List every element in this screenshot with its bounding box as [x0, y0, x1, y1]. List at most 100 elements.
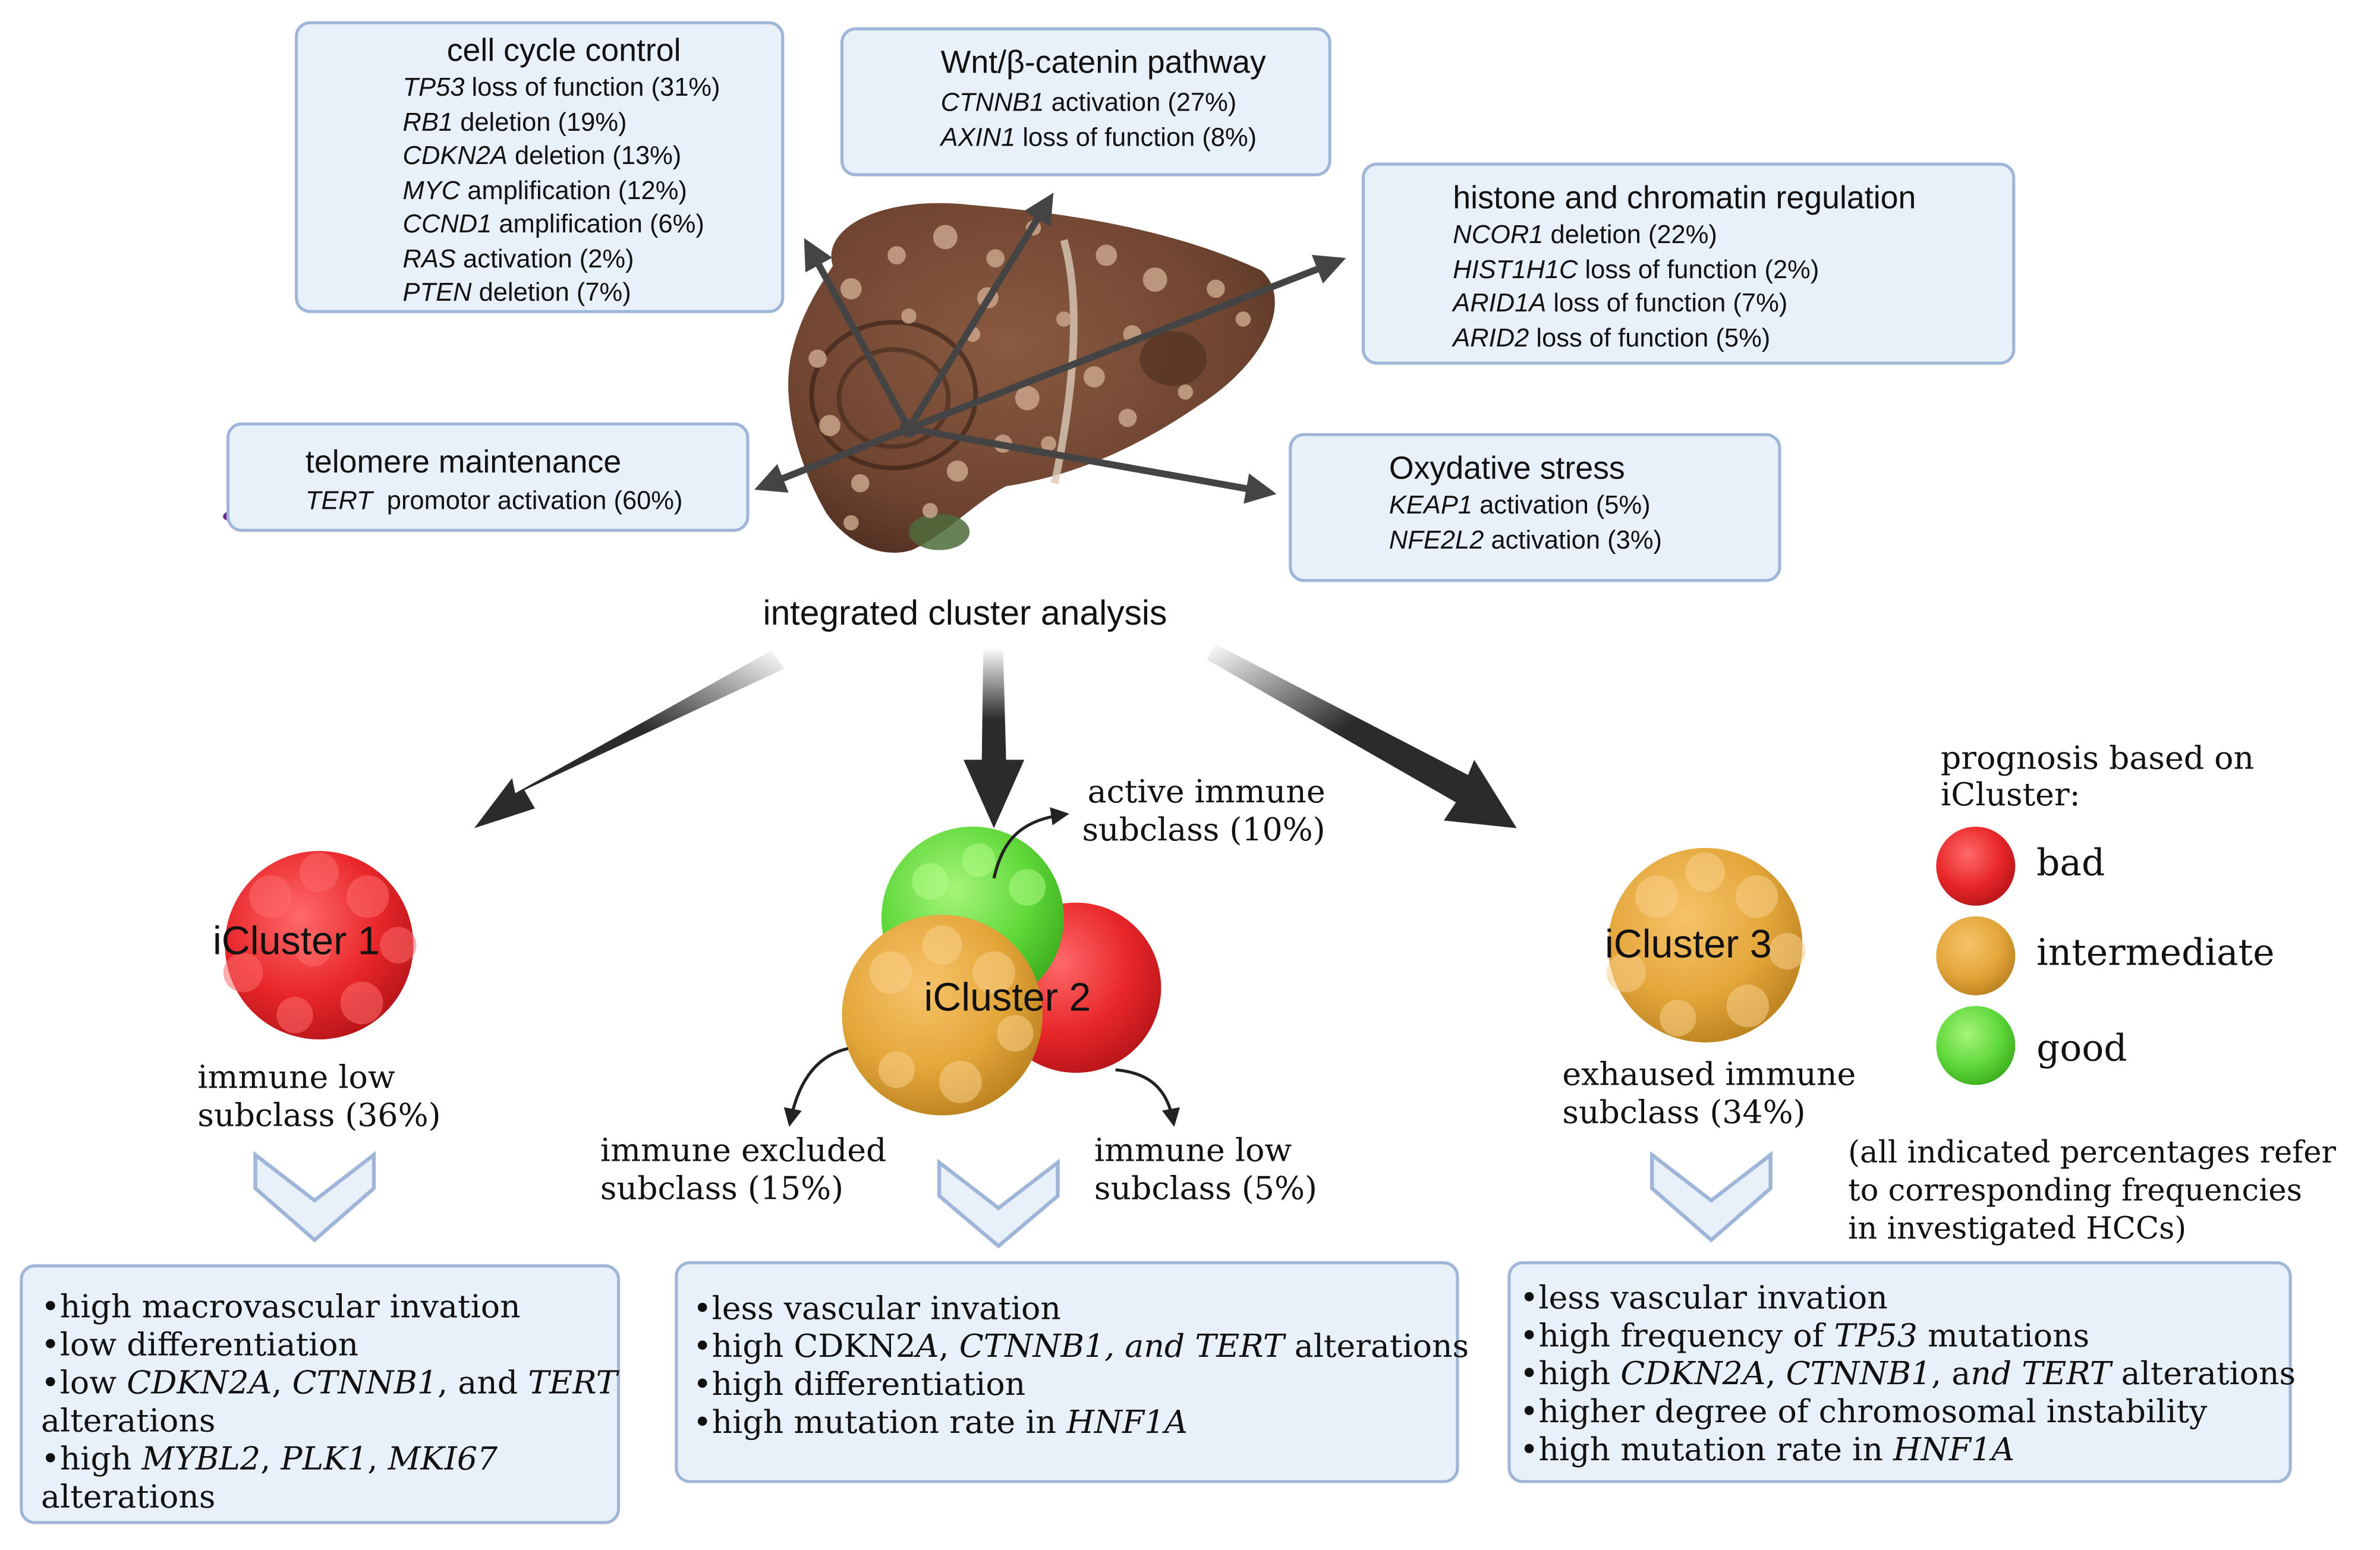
- outcome-text: nd TERT: [1970, 1355, 2111, 1393]
- outcome-list: •less vascular invation•high frequency o…: [1520, 1280, 2296, 1470]
- outcome-text: , and: [437, 1365, 528, 1401]
- cluster-arrows: [474, 644, 1517, 828]
- gene-name: NCOR1: [1453, 220, 1544, 250]
- outcome-text: CDKN2A: [1620, 1355, 1766, 1393]
- box-title: Oxydative stress: [1389, 451, 1625, 487]
- gene-alteration-line: HIST1H1C loss of function (2%): [1453, 254, 1819, 285]
- cluster-3-outcomes-box: •less vascular invation•high frequency o…: [1507, 1261, 2296, 1483]
- gene-alteration-line: NFE2L2 activation (3%): [1389, 525, 1662, 555]
- outcome-text: •high frequency of: [1519, 1317, 1834, 1354]
- gene-name: HIST1H1C: [1453, 254, 1578, 283]
- outcome-line: alterations: [41, 1403, 618, 1441]
- gene-name: RAS: [402, 244, 456, 273]
- alteration-text: activation (2%): [455, 244, 634, 273]
- cluster-1-label: iCluster 1: [212, 918, 380, 964]
- alteration-text: activation (27%): [1044, 88, 1237, 117]
- gene-alteration-line: NCOR1 deletion (22%): [1453, 220, 1717, 251]
- cluster-2-outcomes-box: •less vascular invation•high CDKN2A, CTN…: [675, 1261, 1469, 1483]
- outcome-text: alterations: [41, 1402, 216, 1439]
- outcome-text: •high CDKN2: [692, 1328, 916, 1365]
- outcome-text: , a: [1931, 1355, 1971, 1393]
- gene-name: AXIN1: [940, 122, 1016, 152]
- outcome-list: •less vascular invation•high CDKN2A, CTN…: [693, 1290, 1469, 1442]
- alteration-text: activation (3%): [1484, 525, 1662, 554]
- outcome-text: •less vascular invation: [1519, 1279, 1888, 1316]
- outcome-text: TERT: [528, 1365, 618, 1401]
- outcome-line: •high macrovascular invation: [41, 1288, 618, 1327]
- cluster-1-blob: [223, 850, 417, 1039]
- outcome-text: CTNNB1: [1786, 1355, 1932, 1393]
- gene-alteration-line: PTEN deletion (7%): [403, 278, 631, 308]
- outcome-text: ,: [939, 1328, 959, 1365]
- outcome-text: ,: [272, 1365, 292, 1401]
- legend-item-bad: bad: [2036, 842, 2105, 885]
- outcome-line: •high frequency of TP53 mutations: [1520, 1318, 2296, 1356]
- outcome-line: •high CDKN2A, CTNNB1, and TERT alteratio…: [1520, 1356, 2296, 1394]
- histone-box: histone and chromatin regulation NCOR1 d…: [1361, 162, 2016, 365]
- alteration-text: loss of function (8%): [1015, 122, 1257, 152]
- outcome-line: •low differentiation: [41, 1327, 618, 1365]
- outcome-text: •low: [41, 1365, 127, 1401]
- alteration-text: loss of function (5%): [1529, 323, 1771, 352]
- legend-item-intermediate: intermediate: [2036, 931, 2275, 974]
- center-label: integrated cluster analysis: [763, 593, 1167, 632]
- outcome-text: alterations: [2111, 1355, 2296, 1393]
- gene-name: CDKN2A: [402, 141, 508, 171]
- alteration-text: loss of function (7%): [1546, 288, 1788, 318]
- gene-name: CTNNB1: [940, 88, 1044, 117]
- legend-item-good: good: [2036, 1027, 2127, 1070]
- cluster-3-label: iCluster 3: [1604, 921, 1772, 967]
- box-title: histone and chromatin regulation: [1453, 181, 1916, 216]
- outcome-text: ,: [1765, 1355, 1786, 1393]
- outcome-text: ,: [260, 1440, 281, 1477]
- box-title: telomere maintenance: [305, 445, 622, 480]
- outcome-text: •low differentiation: [41, 1327, 359, 1363]
- box-title: cell cycle control: [446, 33, 681, 69]
- gene-name: TERT: [305, 486, 373, 515]
- chevron-down-icon: [253, 1151, 1773, 1249]
- gene-alteration-line: CCND1 amplification (6%): [403, 210, 704, 240]
- outcome-text: ,: [367, 1440, 388, 1477]
- outcome-line: •higher degree of chromosomal instabilit…: [1520, 1394, 2296, 1432]
- gene-name: TP53: [402, 73, 465, 102]
- outcome-text: •less vascular invation: [692, 1290, 1061, 1327]
- gene-name: RB1: [402, 107, 454, 136]
- outcome-text: HNF1A: [1893, 1431, 2014, 1468]
- gene-name: NFE2L2: [1389, 525, 1484, 554]
- outcome-line: •less vascular invation: [1520, 1280, 2296, 1318]
- alteration-text: promotor activation (60%): [372, 486, 683, 515]
- oxidative-box: Oxydative stress KEAP1 activation (5%) NF…: [1289, 433, 1781, 582]
- outcome-text: PLK1: [281, 1440, 368, 1477]
- gene-alteration-line: ARID2 loss of function (5%): [1453, 323, 1770, 353]
- gene-name: CCND1: [402, 209, 492, 239]
- gene-alteration-line: TP53 loss of function (31%): [403, 73, 720, 103]
- outcome-line: •high differentiation: [693, 1366, 1469, 1404]
- outcome-text: •high: [1519, 1355, 1621, 1393]
- outcome-text: CDKN2A: [127, 1365, 272, 1401]
- outcome-text: mutations: [1917, 1317, 2090, 1354]
- outcome-text: •high mutation rate in: [1519, 1431, 1893, 1468]
- box-title: Wnt/β-catenin pathway: [940, 45, 1266, 81]
- outcome-text: •high differentiation: [692, 1366, 1026, 1403]
- outcome-line: •high mutation rate in HNF1A: [1520, 1432, 2296, 1470]
- outcome-line: •high mutation rate in HNF1A: [693, 1404, 1469, 1442]
- gene-alteration-line: AXIN1 loss of function (8%): [941, 122, 1257, 153]
- outcome-text: •higher degree of chromosomal instabilit…: [1519, 1393, 2208, 1430]
- wnt-box: Wnt/β-catenin pathway CTNNB1 activation …: [840, 27, 1331, 177]
- gene-alteration-line: RAS activation (2%): [403, 244, 634, 274]
- gene-alteration-line: KEAP1 activation (5%): [1389, 491, 1651, 521]
- subclass-arrows: [783, 807, 1180, 1127]
- outcome-list: •high macrovascular invation•low differe…: [41, 1288, 618, 1517]
- outcome-line: •high CDKN2A, CTNNB1, and TERT alteratio…: [693, 1328, 1469, 1366]
- gene-alteration-line: TERT promotor activation (60%): [306, 486, 683, 516]
- alteration-text: deletion (19%): [453, 107, 627, 136]
- pathway-arrows: [754, 193, 1346, 504]
- outcome-text: TP53: [1834, 1317, 1918, 1354]
